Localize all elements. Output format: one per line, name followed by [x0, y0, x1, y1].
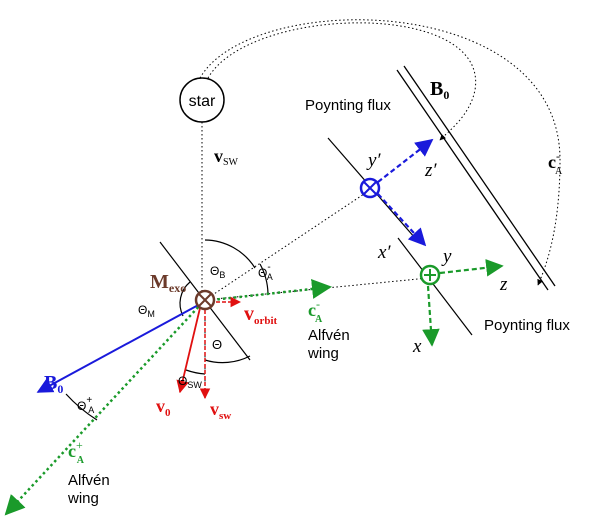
y-prime-cross-2	[363, 181, 377, 195]
v0-label: v0	[156, 396, 171, 419]
theta-a-minus-label: Θ-A	[258, 262, 273, 282]
x-prime-label: x′	[377, 242, 391, 263]
theta-sw-label: ΘSW	[178, 374, 202, 390]
b0-line-2	[403, 65, 556, 287]
c-a-minus-right-label: c-A	[548, 149, 563, 177]
c-a-plus-label: c+A	[68, 438, 85, 466]
poynting-line-bottom	[397, 237, 473, 336]
c-a-minus-arrow	[211, 279, 332, 302]
y-prime-label: y′	[366, 150, 381, 171]
arc-theta-sw	[185, 369, 206, 375]
theta-m-label: ΘM	[138, 303, 155, 319]
v-sw-label: vSW	[214, 146, 239, 168]
arc-theta	[204, 355, 251, 364]
c-a-plus-arrow	[4, 302, 203, 516]
v-orbit-label: vorbit	[244, 303, 278, 327]
c-a-minus-green-label: c-A	[308, 297, 323, 325]
theta-label: Θ	[212, 337, 222, 352]
alfven-wing-right-line2: wing	[307, 345, 339, 362]
x-prime-axis	[377, 193, 427, 247]
z-label: z	[499, 274, 508, 295]
z-axis	[439, 259, 504, 277]
y-label: y	[441, 246, 452, 267]
theta-a-plus-label: Θ+A	[77, 395, 94, 415]
theta-b-label: ΘB	[210, 264, 225, 280]
alfven-wing-left-line2: wing	[67, 490, 99, 507]
dotted-to-y-prime	[204, 189, 371, 301]
alfven-wing-right-line1: Alfvén	[308, 327, 350, 344]
arc-theta-m	[179, 281, 191, 317]
v-sw-red-label: vsw	[210, 399, 231, 422]
arc-theta-b	[204, 239, 256, 269]
v0-arrow	[176, 307, 201, 394]
b0-blue-arrow	[36, 302, 203, 393]
arc-theta-a-plus	[65, 393, 98, 421]
x-axis	[422, 285, 440, 347]
b0-line-1	[396, 69, 549, 291]
poynting-flux-bottom-label: Poynting flux	[484, 317, 570, 334]
exoplanet-cross-2	[198, 293, 212, 307]
b0-blue-label: B0	[44, 372, 63, 396]
poynting-flux-top-label: Poynting flux	[305, 97, 391, 114]
field-loop-outer	[199, 19, 561, 286]
alfven-wing-left-line1: Alfvén	[68, 472, 110, 489]
star-label: star	[189, 93, 216, 110]
z-prime-label: z′	[424, 160, 437, 181]
z-prime-axis	[377, 138, 434, 183]
b0-top-label: B0	[430, 78, 449, 102]
m-exo-label: Mexo	[150, 271, 186, 295]
x-label: x	[412, 336, 422, 357]
